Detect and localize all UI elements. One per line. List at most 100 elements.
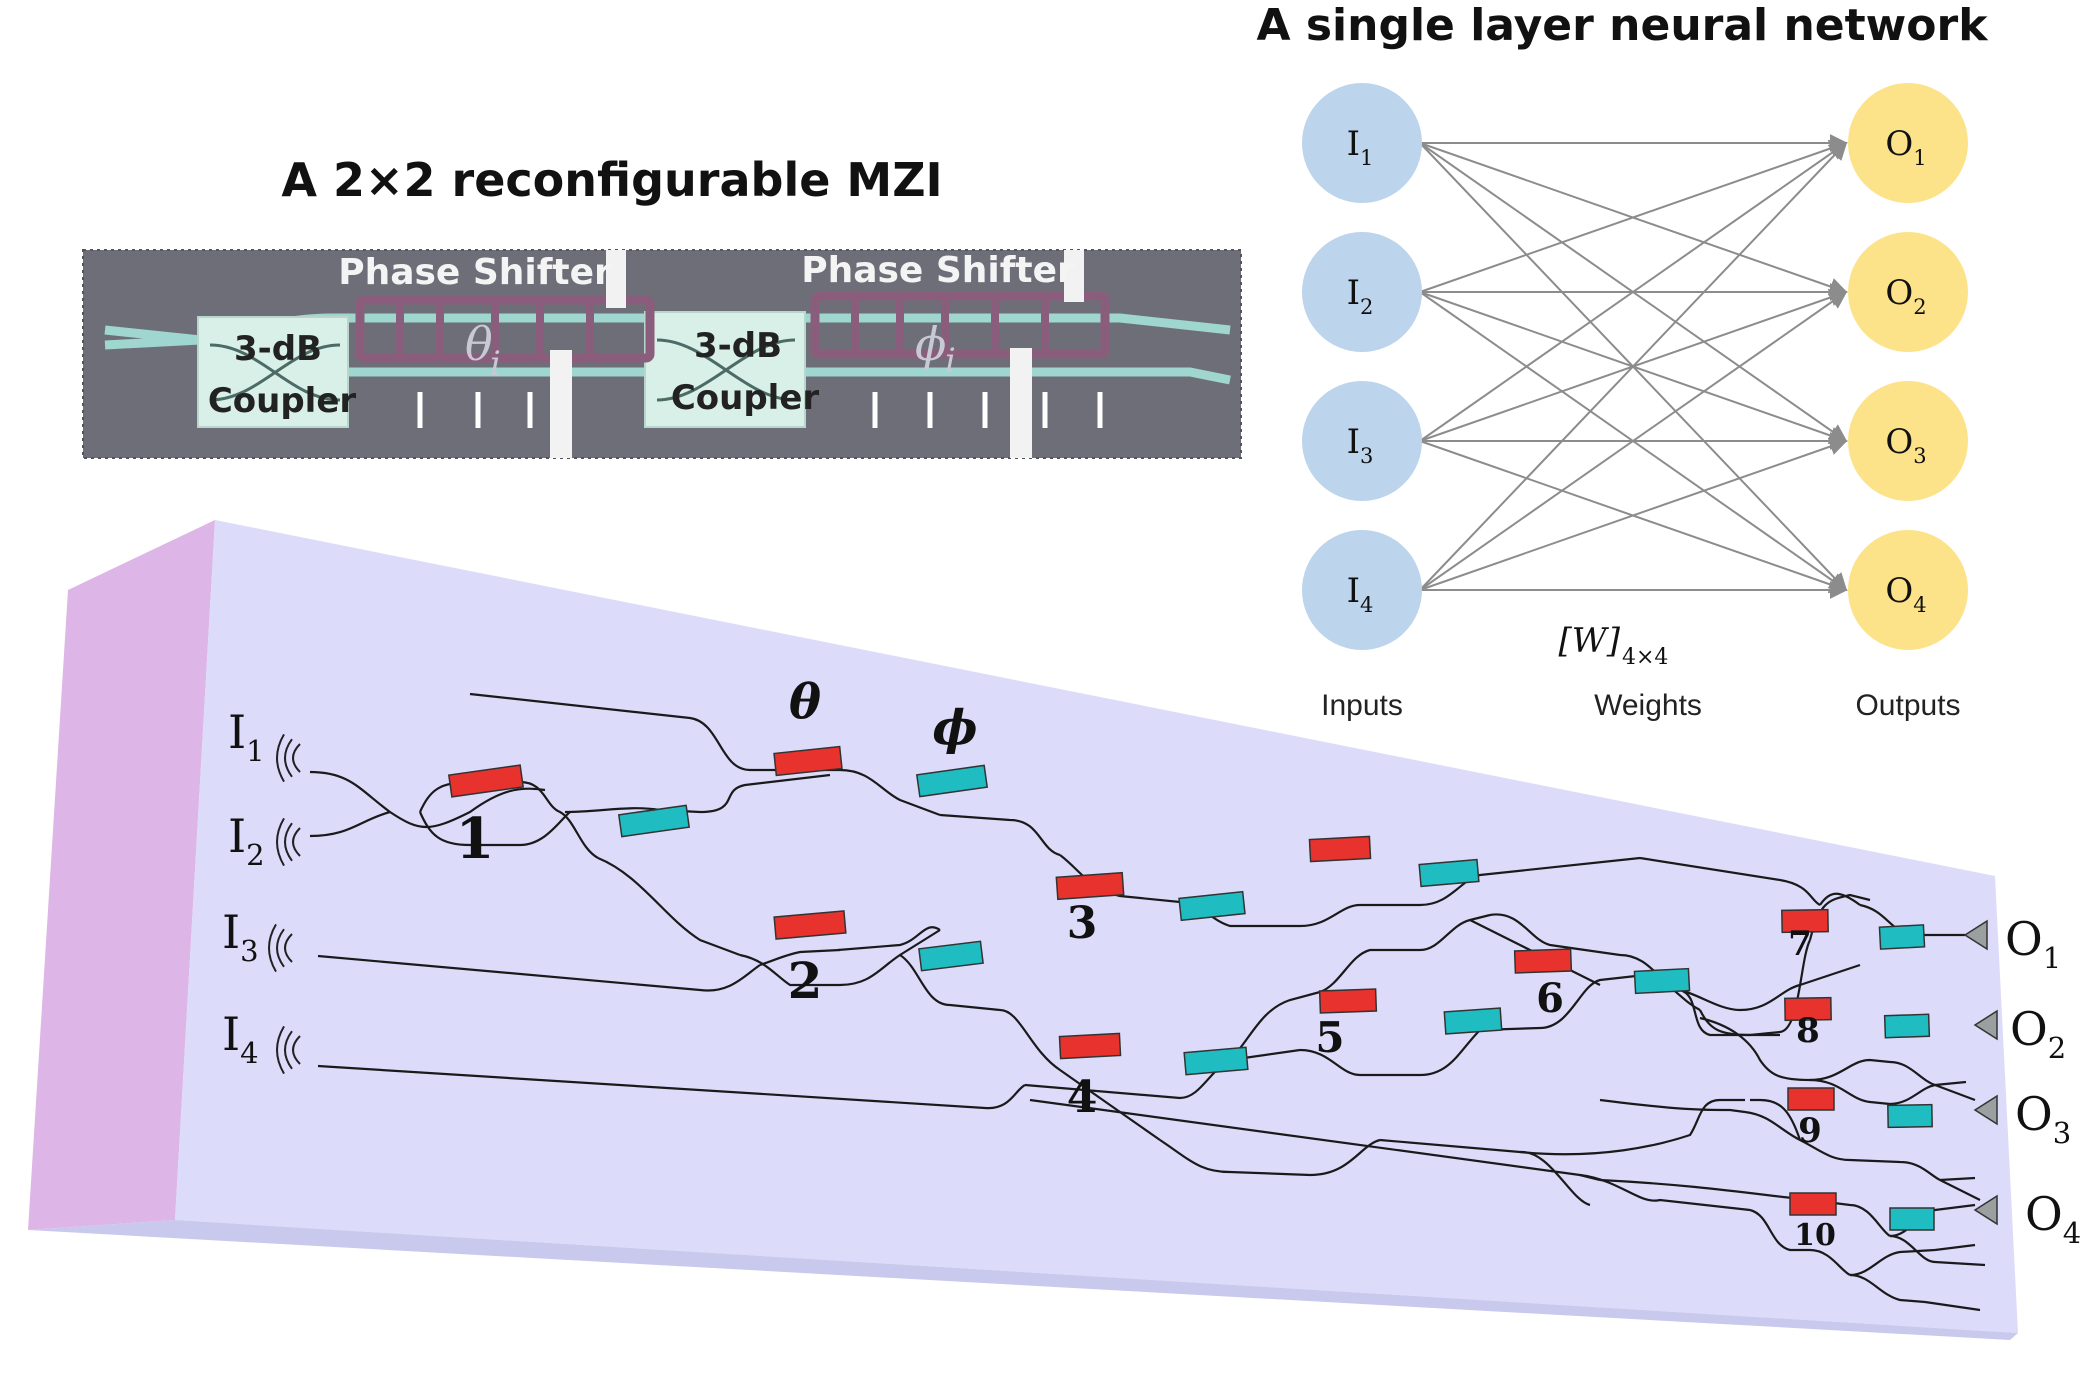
mzi-number-2: 2 — [788, 951, 823, 1010]
lower-arm-ticks — [417, 392, 1103, 428]
chip-waveguide-21 — [1024, 1083, 1181, 1100]
chip-input-label-3: I3 — [222, 905, 259, 968]
chip-waveguide-17 — [939, 813, 1061, 857]
chip-input-label-2-subscript: 2 — [246, 838, 264, 872]
chip-waveguide-49 — [1809, 1058, 1891, 1082]
phase-heater-phi-14 — [1443, 1007, 1503, 1035]
chip-input-label-2-base: I — [228, 809, 246, 863]
input-node-4-label-subscript: 4 — [1360, 593, 1373, 617]
chip-waveguides — [309, 692, 1986, 1312]
output-grating-coupler-2 — [1973, 1009, 1998, 1041]
chip-waveguide-28 — [1419, 856, 1641, 907]
chip-waveguide-22 — [1159, 1139, 1311, 1177]
phase-heater-phi-10 — [1183, 1046, 1249, 1076]
chip-waveguide-68 — [1849, 1273, 1926, 1304]
chip-waveguide-50 — [1809, 1078, 1891, 1106]
input-node-3-label-subscript: 3 — [1360, 444, 1373, 468]
nn-panel: A single layer neural network I1I2I3I4O1… — [1257, 0, 1990, 722]
chip-waveguide-5 — [418, 811, 520, 847]
input-node-1 — [1302, 83, 1422, 203]
mzi-photo-border — [82, 249, 1242, 459]
chip-waveguide-6 — [519, 780, 599, 859]
chip-waveguide-59 — [1939, 1179, 1981, 1201]
coupler-1-label-bottom: Coupler — [208, 381, 357, 421]
contact-pad-4 — [1010, 348, 1032, 458]
outputs-column-label: Outputs — [1855, 689, 1960, 722]
output-node-1-label: O1 — [1885, 124, 1926, 170]
phase-heater-theta-11 — [1308, 835, 1372, 863]
phase-heater-phi-4 — [915, 764, 989, 798]
chip-waveguide-33 — [1419, 913, 1491, 952]
chip-waveguide-18 — [999, 1008, 1161, 1141]
coupler-2-label-bottom: Coupler — [671, 378, 820, 418]
chip-waveguide-70 — [1924, 1300, 1981, 1312]
chip-output-label-3: O3 — [2015, 1087, 2071, 1150]
chip-heaters — [447, 745, 1935, 1231]
chip-waveguide-45 — [1779, 878, 1821, 906]
weight-edge-4-2 — [1419, 290, 1848, 591]
chip-waveguide-2 — [309, 770, 546, 829]
mzi-number-7: 7 — [1788, 924, 1812, 964]
weight-edge-4-1 — [1419, 141, 1848, 591]
output-node-1 — [1848, 83, 1968, 203]
chip-waveguide-30 — [1319, 948, 1420, 994]
input-node-2-label-subscript: 2 — [1360, 295, 1373, 319]
chip-output-label-2: O2 — [2010, 1002, 2066, 1065]
chip-output-label-3-subscript: 3 — [2053, 1116, 2071, 1150]
inputs-column-label: Inputs — [1321, 689, 1403, 722]
input-grating-coupler-3 — [268, 923, 293, 973]
phase-heater-phi-24 — [1889, 1207, 1935, 1231]
chip-waveguide-19 — [317, 1064, 1026, 1110]
weights-matrix-label: [W] — [1559, 621, 1621, 661]
input-node-4-label-base: I — [1347, 571, 1360, 611]
phase-heater-phi-22 — [1887, 1103, 1933, 1129]
chip-waveguide-7 — [519, 811, 571, 847]
chip-input-label-4: I4 — [222, 1007, 259, 1070]
chip-waveguide-13 — [839, 768, 941, 817]
chip-waveguide-8 — [597, 856, 741, 957]
theta-i-symbol: θ — [465, 317, 493, 371]
chip-output-label-2-subscript: 2 — [2048, 1031, 2066, 1065]
chip-phi-label: ϕ — [932, 700, 977, 756]
chip-output-label-2-base: O — [2010, 1002, 2048, 1056]
weight-edge-4-3 — [1419, 437, 1848, 591]
output-node-2-label: O2 — [1885, 273, 1926, 319]
chip-waveguide-72 — [1579, 1173, 1601, 1182]
input-node-3-label: I3 — [1347, 422, 1374, 468]
chip-waveguide-26 — [1299, 1048, 1420, 1077]
phase-heater-theta-23 — [1789, 1192, 1837, 1216]
chip-input-label-1-base: I — [228, 705, 246, 759]
chip-bottom-edge — [28, 1220, 2018, 1340]
chip-waveguide-14 — [839, 929, 941, 987]
weights-matrix-subscript: 4×4 — [1622, 645, 1668, 670]
phase-heater-theta-13 — [1318, 988, 1378, 1014]
weight-edge-2-1 — [1419, 139, 1848, 293]
chip-input-label-1-subscript: 1 — [246, 734, 264, 768]
chip-waveguide-15 — [899, 954, 1001, 1012]
input-node-3-label-base: I — [1347, 422, 1360, 462]
chip-waveguide-58 — [1939, 1176, 1976, 1182]
output-grating-coupler-3 — [1973, 1094, 1998, 1126]
phase-heater-theta-19 — [1784, 996, 1832, 1022]
phase-heater-phi-20 — [1883, 1013, 1931, 1039]
phase-heater-phi-2 — [617, 804, 691, 838]
mzi-number-10: 10 — [1794, 1218, 1836, 1253]
chip-input-label-3-base: I — [222, 905, 240, 959]
input-node-3 — [1302, 381, 1422, 501]
mzi-panel: A 2×2 reconfigurable MZI 3-dB Coupler 3-… — [82, 153, 1242, 459]
output-node-4 — [1848, 530, 1968, 650]
chip-waveguide-51 — [1889, 1060, 1936, 1087]
mzi-number-3: 3 — [1067, 898, 1098, 949]
chip-waveguide-54 — [1934, 1083, 1976, 1102]
chip-input-label-3-subscript: 3 — [240, 934, 258, 968]
input-grating-coupler-4 — [276, 1025, 301, 1075]
chip-waveguide-44 — [1639, 856, 1781, 882]
chip-waveguide-34 — [1489, 913, 1621, 957]
coupler-2-cross-b — [656, 338, 796, 402]
mzi-number-9: 9 — [1798, 1111, 1822, 1151]
chip-waveguide-11 — [739, 953, 840, 987]
chip-waveguide-67 — [1849, 1248, 1936, 1277]
phase-heater-theta-15 — [1513, 948, 1573, 974]
